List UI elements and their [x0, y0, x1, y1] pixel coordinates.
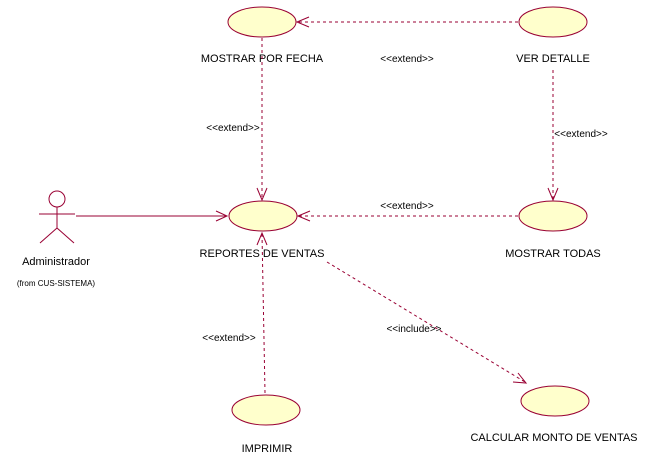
dependency-todas-to-reportes-arrowhead — [296, 210, 311, 222]
actor-head — [48, 190, 66, 208]
stereotype-detalle-to-todas: <<extend>> — [554, 129, 608, 140]
dependency-imprimir-to-reportes — [261, 233, 266, 394]
dependency-detalle-to-todas-arrowhead — [547, 187, 559, 202]
dependency-fecha-to-reportes-arrowhead — [256, 187, 268, 202]
usecase-reportes-de-ventas[interactable] — [228, 200, 298, 232]
usecase-mostrar-por-fecha[interactable] — [227, 6, 297, 38]
usecase-ver-detalle[interactable] — [518, 6, 588, 38]
dependency-imprimir-to-reportes-arrowhead — [256, 231, 268, 246]
actor-right-leg — [56, 227, 75, 244]
usecase-label-calcular-monto: CALCULAR MONTO DE VENTAS — [470, 432, 637, 444]
usecase-imprimir[interactable] — [231, 394, 301, 426]
actor-name: Administrador — [22, 256, 90, 268]
actor-left-leg — [39, 227, 58, 244]
stereotype-reportes-to-calcular: <<include>> — [386, 324, 441, 335]
dependency-detalle-to-fecha-arrowhead — [295, 16, 310, 28]
stereotype-imprimir-to-reportes: <<extend>> — [202, 333, 256, 344]
dependency-reportes-to-calcular-arrowhead — [512, 372, 528, 384]
usecase-label-ver-detalle: VER DETALLE — [516, 53, 590, 65]
actor-administrador[interactable] — [39, 190, 75, 244]
dependency-reportes-to-calcular — [326, 261, 526, 383]
usecase-mostrar-todas[interactable] — [518, 200, 588, 232]
stereotype-todas-to-reportes: <<extend>> — [380, 201, 434, 212]
association-arrowhead — [215, 210, 229, 222]
usecase-calcular-monto[interactable] — [520, 385, 590, 417]
usecase-label-mostrar-todas: MOSTRAR TODAS — [505, 248, 601, 260]
stereotype-detalle-to-fecha: <<extend>> — [380, 54, 434, 65]
stereotype-fecha-to-reportes: <<extend>> — [206, 123, 260, 134]
usecase-label-imprimir: IMPRIMIR — [242, 443, 293, 455]
actor-from-package: (from CUS-SISTEMA) — [17, 279, 96, 288]
